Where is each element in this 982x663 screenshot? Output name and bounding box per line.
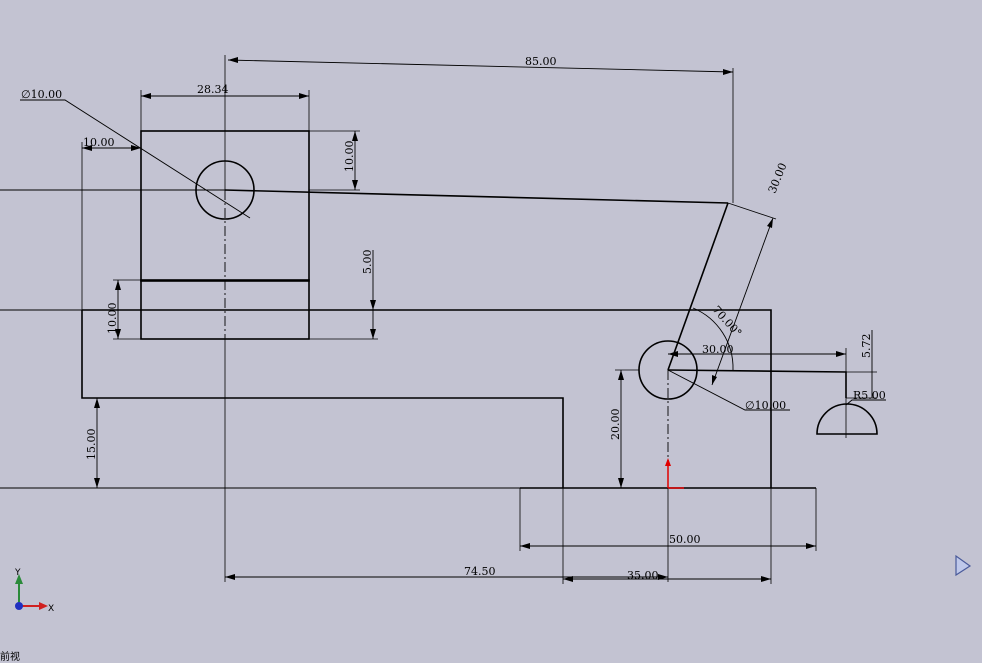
arrow xyxy=(131,145,141,151)
arrow xyxy=(618,478,624,488)
arrow xyxy=(806,543,816,549)
view-name-label: 前视 xyxy=(0,652,20,663)
dim-85-text[interactable]: 85.00 xyxy=(525,55,557,68)
dimension-lines xyxy=(20,59,886,584)
base-profile[interactable] xyxy=(81,309,772,488)
construction-lines xyxy=(0,55,669,582)
dim-dia-right-text[interactable]: ∅10.00 xyxy=(745,399,786,412)
arrow xyxy=(352,131,358,141)
dim-74-text[interactable]: 74.50 xyxy=(464,565,496,578)
arrow xyxy=(141,93,151,99)
dim-15-text[interactable]: 15.00 xyxy=(85,429,98,461)
dim-10-height-text[interactable]: 10.00 xyxy=(106,303,119,335)
reference-triad: Y X xyxy=(14,568,54,614)
dim-30-link-text[interactable]: 30.00 xyxy=(766,161,790,195)
arc-r5[interactable] xyxy=(816,403,878,435)
arrow xyxy=(712,375,717,385)
geometry xyxy=(81,130,878,489)
arrow xyxy=(94,398,100,408)
dim-35-text[interactable]: 35.00 xyxy=(627,569,659,582)
triad-x-label: X xyxy=(48,604,54,614)
dim-85-line xyxy=(227,59,734,73)
arrow xyxy=(115,280,121,290)
dim-20-text[interactable]: 20.00 xyxy=(609,409,622,441)
dimension-labels: ∅10.00 85.00 28.34 10.00 10.00 5.00 10.0… xyxy=(21,55,886,582)
dim-5-72-text[interactable]: 5.72 xyxy=(860,334,873,359)
arrow xyxy=(352,180,358,190)
arrow xyxy=(370,300,376,310)
arrow xyxy=(767,218,773,228)
arrow xyxy=(94,478,100,488)
arrow xyxy=(668,351,678,357)
dim-10-left-text[interactable]: 10.00 xyxy=(83,136,115,149)
dim-30-horiz-text[interactable]: 30.00 xyxy=(702,343,734,356)
triad-y-arrow xyxy=(15,574,23,584)
dim-dia-left-text[interactable]: ∅10.00 xyxy=(21,88,62,101)
arrow xyxy=(618,370,624,380)
arrow xyxy=(520,543,530,549)
dim-5-text[interactable]: 5.00 xyxy=(361,250,374,275)
coupler-link[interactable] xyxy=(224,189,729,204)
arrow xyxy=(563,576,573,582)
cursor-icon xyxy=(955,554,972,577)
dim-r5-leader xyxy=(845,399,886,406)
dim-10-vert-text[interactable]: 10.00 xyxy=(343,141,356,173)
arrow xyxy=(228,57,238,63)
dim-30-link-line xyxy=(711,217,774,386)
arrow xyxy=(370,329,376,339)
arrow xyxy=(761,576,771,582)
arrow xyxy=(82,145,92,151)
dim-dia-right-leader xyxy=(667,369,790,411)
rocker-link[interactable] xyxy=(667,202,729,371)
triad-y-label: Y xyxy=(14,568,21,578)
mouse-cursor xyxy=(955,554,972,577)
triad-x-arrow xyxy=(39,602,48,610)
arrow xyxy=(115,329,121,339)
triad-origin xyxy=(15,602,23,610)
arrow xyxy=(836,351,846,357)
arrow xyxy=(225,574,235,580)
dim-70-text[interactable]: 70.00° xyxy=(710,303,744,339)
upper-block[interactable] xyxy=(140,130,310,282)
dim-50-text[interactable]: 50.00 xyxy=(669,533,701,546)
dim-70-arc xyxy=(692,307,734,371)
arrow xyxy=(658,574,668,580)
dim-30-link-ext xyxy=(727,202,777,220)
arrow xyxy=(299,93,309,99)
arrowheads xyxy=(82,57,846,582)
origin-y-arrow xyxy=(665,458,671,466)
dim-28-text[interactable]: 28.34 xyxy=(197,83,229,96)
arrow xyxy=(723,69,733,75)
origin-marker xyxy=(665,458,684,489)
dim-r5-text[interactable]: R5.00 xyxy=(853,389,886,402)
dim-dia-left-leader xyxy=(20,99,251,219)
